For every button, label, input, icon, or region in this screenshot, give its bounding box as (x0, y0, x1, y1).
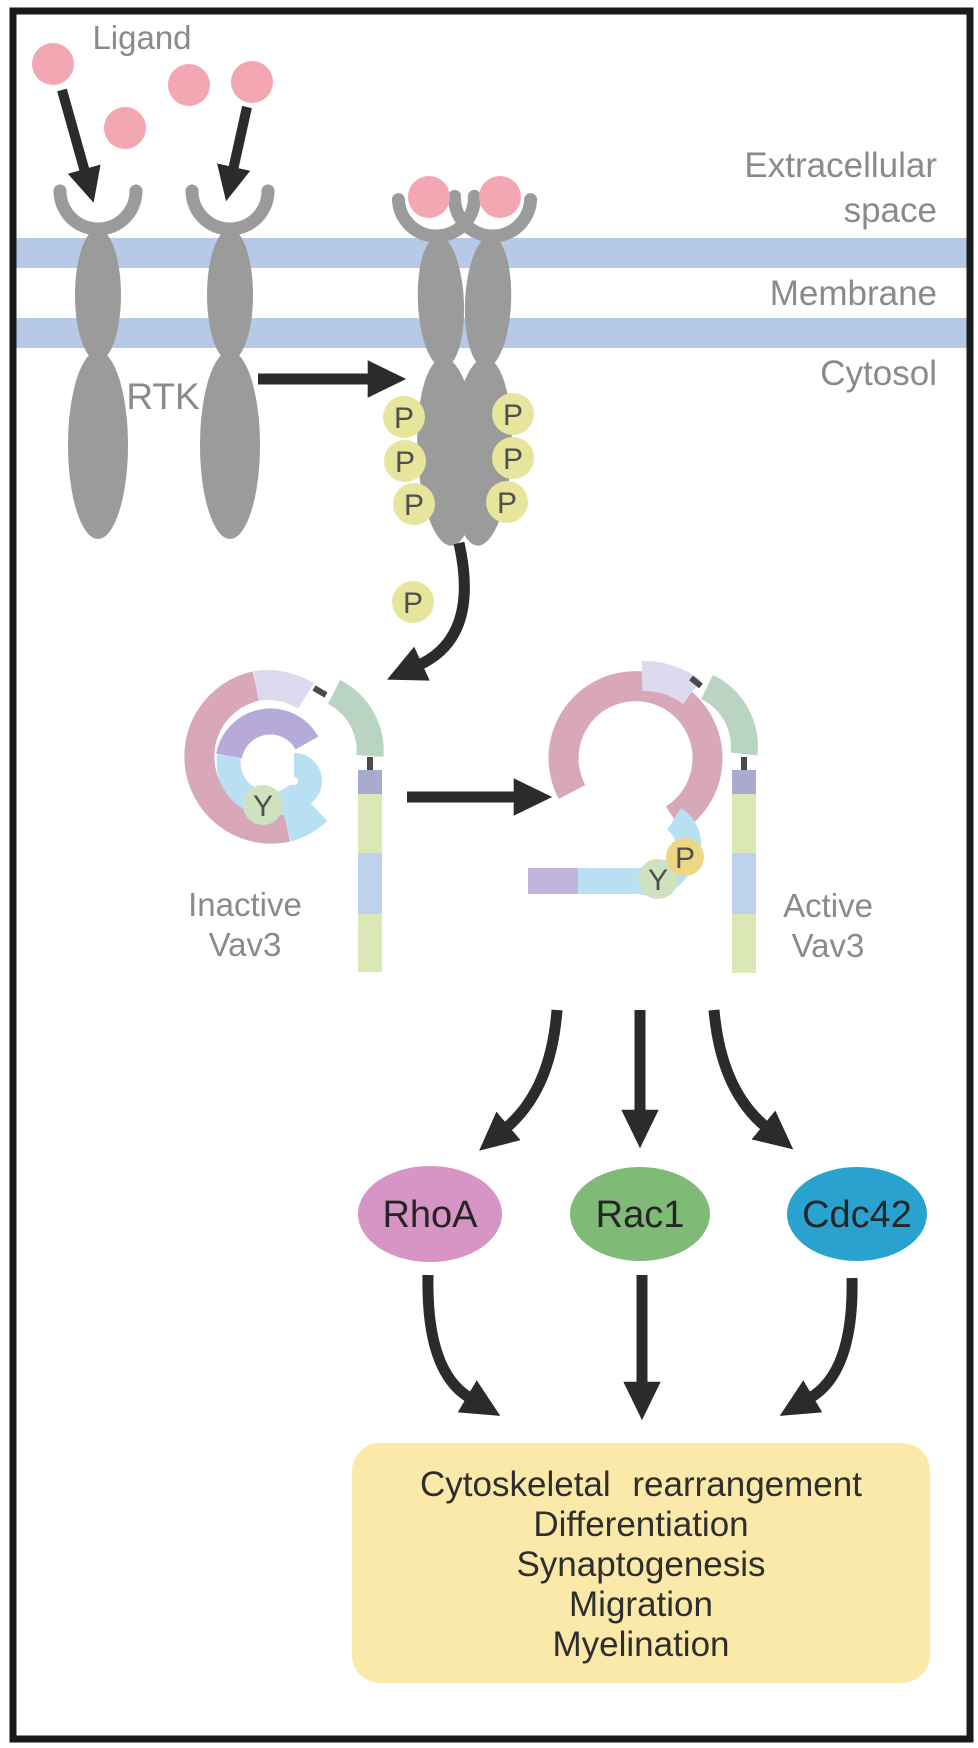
vav3-inner-blue (216, 753, 322, 817)
phosphate-label: P (497, 487, 517, 520)
cytosol-label: Cytosol (820, 354, 937, 393)
gtpase-ellipse-cdc42 (787, 1167, 927, 1261)
vav3-tail-segment (732, 914, 756, 973)
gtpase-ellipse-rac1 (570, 1167, 710, 1261)
cdc42-to-outcomes-arrow (779, 1277, 858, 1416)
vav3-to-cdc42-arrow (708, 1009, 794, 1150)
gtpase-label-cdc42: Cdc42 (802, 1194, 912, 1236)
ligand-particle-1 (32, 43, 74, 85)
tyrosine-label: Y (253, 790, 273, 823)
phosphate-label: P (394, 402, 414, 435)
vav3-to-rhoa-arrow (479, 1009, 563, 1151)
phosphorylation-arrow (387, 541, 470, 681)
ligand-particle-4 (231, 61, 273, 103)
vav3-tail-segment (358, 794, 382, 853)
vav3-blue-tip (282, 798, 328, 842)
outcome-line: Synaptogenesis (516, 1545, 765, 1584)
inactive-vav3-label-line1: Inactive (188, 886, 302, 923)
membrane-label: Membrane (770, 274, 937, 313)
tyrosine-site (638, 859, 678, 899)
vav3-tail-segment (732, 794, 756, 853)
ligand-particle-2 (104, 107, 146, 149)
gtpase-label-rhoa: RhoA (382, 1194, 478, 1236)
figure-border (9, 7, 974, 1743)
phosphate-label: P (403, 587, 423, 620)
outcome-line: Differentiation (533, 1505, 748, 1544)
ligand-label: Ligand (92, 19, 191, 56)
dimer-bound-ligand-1 (408, 176, 450, 218)
inactive-vav3: Y (184, 670, 384, 972)
rhoa-to-outcomes-arrow (422, 1274, 501, 1416)
gtpase-ellipse-rhoa (358, 1166, 502, 1262)
inactive-vav3-label-line2: Vav3 (209, 926, 282, 963)
phosphate-label: P (395, 446, 415, 479)
ligand-arrow-2 (217, 105, 252, 202)
rtk-label: RTK (126, 376, 200, 417)
outcome-line: Cytoskeletal rearrangement (420, 1465, 862, 1504)
rtk-monomer-1 (53, 184, 143, 539)
vav3-tail-segment (732, 770, 756, 794)
vav3-tail-segment (358, 853, 382, 914)
receptor-phosphates: P P P P P P (383, 393, 534, 525)
active-vav3: Y P (528, 661, 758, 973)
active-vav3-label-line2: Vav3 (792, 927, 865, 964)
phosphate-label: P (503, 399, 523, 432)
vav3-ch-arc (184, 671, 291, 844)
gtpase-label-rac1: Rac1 (596, 1194, 685, 1236)
vav3-linker-dash (312, 685, 328, 698)
vav3-tail-segment (732, 853, 756, 914)
vav3-ch-arc (548, 671, 723, 832)
ligand-particle-3 (168, 64, 210, 106)
free-phosphate (392, 581, 434, 623)
rtk-monomer-2 (185, 184, 275, 539)
active-vav3-label-line1: Active (783, 887, 873, 924)
vav3-inner-purple (216, 708, 319, 760)
vav3-green-arc (700, 674, 758, 756)
extracellular-label-line1: Extracellular (744, 146, 937, 185)
outcome-line: Myelination (552, 1625, 729, 1664)
vav3-lavender-segment (253, 670, 314, 710)
phosphate-label: P (675, 842, 695, 875)
outcome-line: Migration (569, 1585, 713, 1624)
extracellular-label-line2: space (844, 191, 937, 230)
ligand-arrow-1 (57, 88, 101, 203)
tyrosine-site (243, 785, 283, 825)
dimer-bound-ligand-2 (479, 176, 521, 218)
vav3-green-arc (327, 679, 384, 758)
vav3-linker-dash (689, 675, 703, 689)
phosphate-label: P (404, 489, 424, 522)
outcomes-box (352, 1443, 930, 1683)
vav3-tail-segment (358, 770, 382, 794)
vav3-tail-segment (358, 914, 382, 972)
tyrosine-label: Y (648, 864, 668, 897)
vav3-lavender-segment (641, 661, 702, 705)
bound-phosphate (666, 838, 704, 876)
phosphate-label: P (503, 443, 523, 476)
